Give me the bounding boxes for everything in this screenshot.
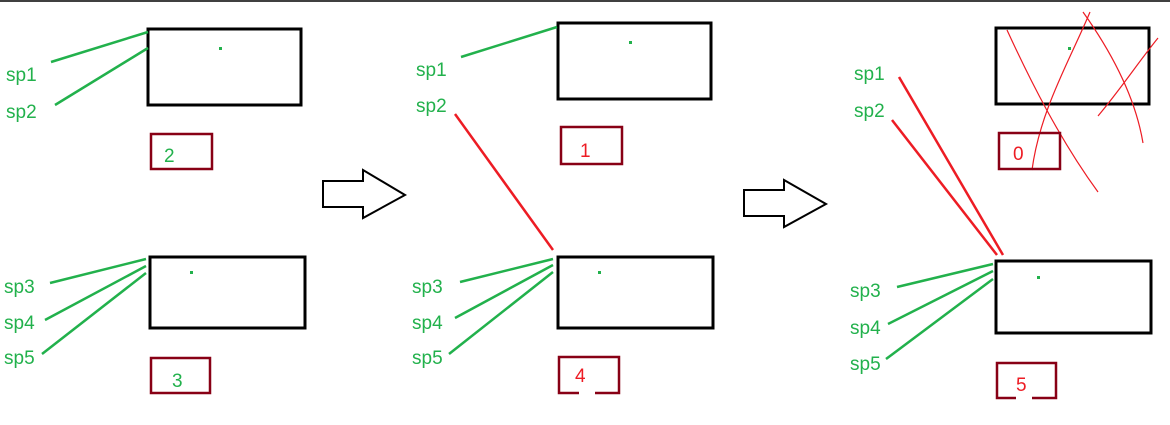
pointer-line-sp1 xyxy=(460,25,558,59)
stage-3: sp1 sp2 sp3 sp4 sp5 0 5 xyxy=(850,11,1159,400)
center-dot-top xyxy=(1068,47,1071,50)
ref-count-box-bottom xyxy=(149,356,212,395)
object-box-bottom xyxy=(556,255,715,330)
pointer-label-sp3: sp3 xyxy=(4,277,35,298)
cross-out-mark xyxy=(1006,11,1159,193)
pointer-label-sp2: sp2 xyxy=(854,101,885,122)
ref-count-bottom-gap xyxy=(1016,396,1032,400)
pointer-label-sp1: sp1 xyxy=(6,65,37,86)
pointer-line-sp2-moved xyxy=(891,119,998,256)
pointer-label-sp3: sp3 xyxy=(412,277,443,298)
pointer-label-sp3: sp3 xyxy=(850,281,881,302)
stage-2: sp1 sp2 sp3 sp4 sp5 1 4 xyxy=(412,21,715,395)
pointer-line-sp5 xyxy=(885,277,994,361)
object-box-top xyxy=(556,21,713,101)
object-box-bottom xyxy=(148,255,307,330)
pointer-line-sp3 xyxy=(896,262,994,289)
object-box-top-destroyed xyxy=(994,26,1151,106)
pointer-label-sp2: sp2 xyxy=(6,102,37,123)
transition-arrow-1 xyxy=(322,168,408,220)
pointer-label-sp4: sp4 xyxy=(850,318,881,339)
center-dot-top xyxy=(629,41,632,44)
pointer-line-sp4 xyxy=(454,263,554,320)
pointer-line-sp5 xyxy=(448,271,554,355)
center-dot-bottom xyxy=(1037,276,1040,279)
ref-count-box-bottom xyxy=(557,355,621,395)
center-dot-bottom xyxy=(190,271,193,274)
pointer-label-sp2: sp2 xyxy=(416,96,447,117)
pointer-line-sp4 xyxy=(44,264,147,322)
pointer-label-sp1: sp1 xyxy=(416,60,447,81)
pointer-line-sp1 xyxy=(50,30,149,64)
pointer-line-sp4 xyxy=(887,269,994,326)
ref-count-top: 1 xyxy=(580,141,591,162)
pointer-line-sp1-moved xyxy=(897,76,1005,256)
pointer-label-sp5: sp5 xyxy=(850,354,881,375)
center-dot-top xyxy=(219,47,222,50)
ref-count-bottom: 4 xyxy=(575,366,586,387)
center-dot-bottom xyxy=(598,271,601,274)
pointer-line-sp2 xyxy=(54,46,149,107)
pointer-label-sp4: sp4 xyxy=(4,313,35,334)
ref-count-box-top xyxy=(997,131,1062,171)
object-box-top xyxy=(146,27,303,107)
object-box-bottom xyxy=(994,259,1153,335)
ref-count-bottom: 5 xyxy=(1016,375,1027,396)
transition-arrow-2 xyxy=(743,178,829,229)
pointer-label-sp5: sp5 xyxy=(4,348,35,369)
ref-count-box-top xyxy=(149,132,214,171)
ref-count-top: 2 xyxy=(164,146,175,167)
ref-count-box-top xyxy=(559,125,624,166)
ref-count-bottom: 3 xyxy=(172,371,183,392)
ref-count-top: 0 xyxy=(1013,144,1024,165)
pointer-line-sp5 xyxy=(41,272,147,355)
stage-1: sp1 sp2 sp3 sp4 sp5 2 3 xyxy=(4,27,307,395)
pointer-label-sp4: sp4 xyxy=(412,313,443,334)
ref-count-bottom-gap xyxy=(579,391,595,395)
pointer-label-sp5: sp5 xyxy=(412,348,443,369)
pointer-line-sp2-moved xyxy=(453,113,555,251)
pointer-line-sp3 xyxy=(459,257,554,284)
pointer-line-sp3 xyxy=(49,257,147,285)
pointer-label-sp1: sp1 xyxy=(854,64,885,85)
